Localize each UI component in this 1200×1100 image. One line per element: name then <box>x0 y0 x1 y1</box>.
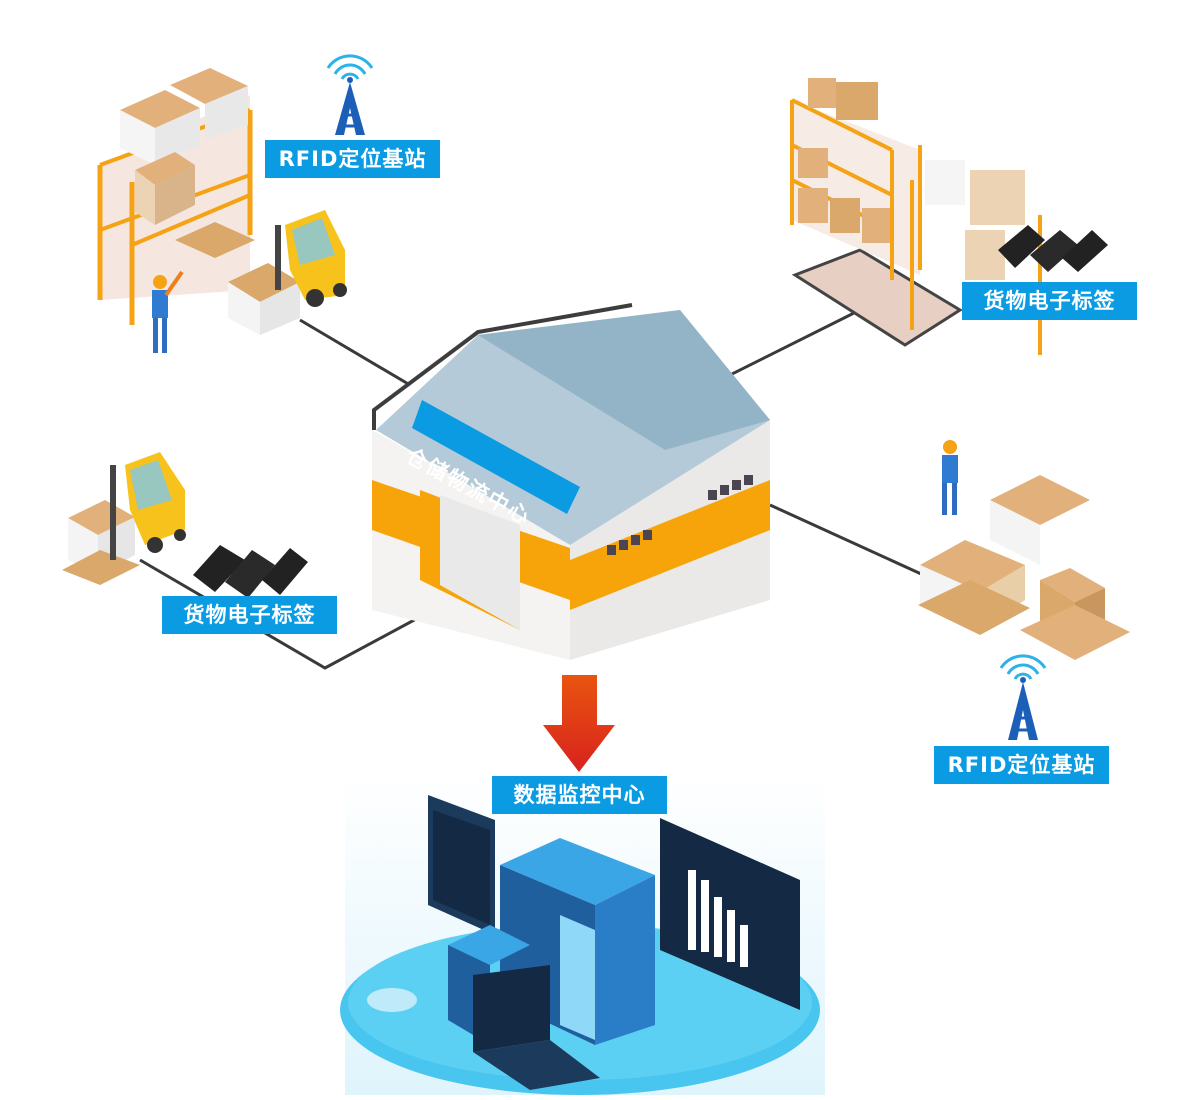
connector-top-left <box>299 318 411 387</box>
electronic-tag-icon <box>998 225 1108 272</box>
laptop-icon <box>473 965 600 1090</box>
forklift-icon <box>62 452 186 585</box>
pallet-boxes-icon <box>918 475 1130 660</box>
connector-top-right <box>709 308 861 387</box>
chart-panel-icon <box>660 818 800 1010</box>
electronic-tag-icon <box>193 545 308 598</box>
label-tag-top-right: 货物电子标签 <box>962 282 1137 320</box>
label-tag-left: 货物电子标签 <box>162 596 337 634</box>
connector-right <box>769 503 931 580</box>
label-monitor-center: 数据监控中心 <box>492 776 667 814</box>
phone-panel-icon <box>428 795 495 935</box>
worker-icon <box>942 440 958 515</box>
forklift-icon <box>228 210 347 335</box>
label-rfid-station-top: RFID定位基站 <box>265 140 440 178</box>
worker-icon <box>152 270 184 353</box>
boxes-icon <box>798 78 1025 280</box>
cloud-icon <box>367 988 417 1012</box>
building-icon <box>448 838 655 1045</box>
boxes-icon <box>120 68 255 258</box>
label-rfid-station-bottom: RFID定位基站 <box>934 746 1109 784</box>
